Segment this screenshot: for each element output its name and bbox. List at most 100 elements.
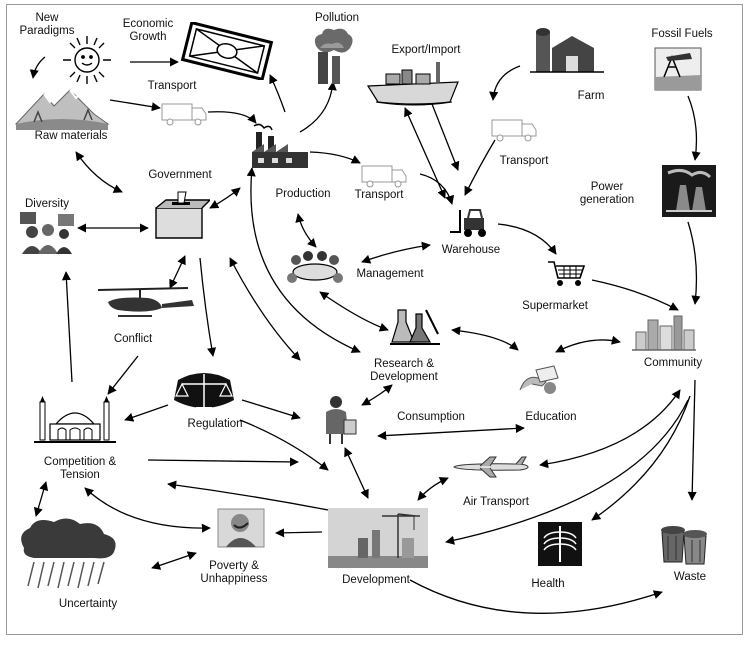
arrow-warehouse-to-supermarket	[497, 223, 557, 255]
shopper-woman-icon	[326, 396, 357, 444]
scales-of-justice-icon	[174, 373, 234, 409]
arrow-competition-uncertainty	[33, 481, 49, 517]
diversity-people-icon	[20, 212, 74, 254]
label-development: Development	[342, 574, 410, 586]
sun-icon	[63, 36, 111, 84]
label-poverty-unhappiness: Poverty & Unhappiness	[200, 560, 268, 585]
airplane-icon	[453, 456, 529, 478]
arrow-regulation-to-competition	[124, 404, 169, 422]
label-diversity: Diversity	[24, 198, 70, 210]
smokestack-icon	[314, 28, 353, 84]
label-regulation: Regulation	[187, 418, 243, 430]
trash-cans-icon	[661, 526, 707, 565]
arrow-export-to-warehouse	[431, 103, 460, 171]
arrow-consumption-education	[377, 423, 525, 441]
label-economic-growth: Economic Growth	[122, 18, 174, 43]
raw-materials-icon	[14, 89, 110, 130]
label-fossil-fuels: Fossil Fuels	[651, 28, 713, 40]
truck-icon-right	[491, 119, 537, 142]
truck-icon-mid	[361, 165, 407, 188]
lab-flasks-icon	[390, 309, 440, 345]
label-supermarket: Supermarket	[522, 300, 588, 312]
arrow-production-management	[295, 213, 317, 248]
arrow-farm-to-transport	[489, 65, 521, 101]
city-skyline-icon	[632, 315, 696, 351]
label-waste: Waste	[673, 571, 707, 583]
label-production: Production	[275, 188, 331, 200]
label-uncertainty: Uncertainty	[58, 598, 118, 610]
label-community: Community	[643, 357, 703, 369]
label-education: Education	[525, 411, 577, 423]
forklift-icon	[450, 209, 486, 237]
label-research-development: Research & Development	[370, 358, 438, 383]
label-transport-mid: Transport	[354, 189, 404, 201]
arrow-development-to-poverty	[275, 528, 323, 538]
construction-skyline-icon	[328, 508, 428, 568]
diagram-frame	[6, 4, 743, 635]
cargo-ship-icon	[366, 62, 459, 106]
arrow-conflict-to-competition	[107, 355, 139, 395]
arrow-production-to-economic-growth	[269, 74, 286, 113]
education-hands-icon	[519, 365, 559, 394]
sad-person-icon	[217, 508, 265, 548]
mosque-icon	[34, 396, 116, 443]
oil-pump-icon	[654, 47, 702, 91]
arrow-community-air	[539, 389, 681, 469]
arrow-government-to-regulation	[199, 257, 217, 357]
label-new-paradigms: New Paradigms	[19, 12, 75, 37]
arrow-consumer-research	[361, 384, 393, 406]
arrow-consumer-development	[344, 447, 369, 499]
label-air-transport: Air Transport	[463, 496, 529, 508]
arrow-fossil-to-power	[687, 95, 701, 161]
label-pollution: Pollution	[314, 12, 360, 24]
label-competition-tension: Competition & Tension	[43, 456, 117, 481]
arrow-supermarket-to-community	[591, 279, 679, 311]
meeting-table-icon	[287, 251, 343, 283]
arrow-competition-to-consumer	[147, 457, 299, 467]
arrow-research-education	[451, 326, 519, 351]
label-consumption: Consumption	[397, 411, 465, 423]
arrow-diversity-from-competition	[61, 271, 73, 383]
storm-cloud-icon	[21, 518, 116, 589]
factory-icon	[252, 123, 308, 168]
label-management: Management	[356, 268, 424, 280]
arrow-management-warehouse	[361, 241, 431, 264]
label-government: Government	[148, 169, 212, 181]
label-transport-top: Transport	[147, 80, 197, 92]
arrow-power-to-community	[687, 221, 701, 305]
arrow-government-production	[209, 187, 241, 209]
helicopter-icon	[97, 287, 194, 317]
truck-icon-top	[161, 103, 207, 126]
power-plant-icon	[662, 165, 716, 217]
arrow-production-to-transport-mid	[309, 151, 361, 164]
arrow-competition-poverty	[84, 487, 211, 533]
arrow-community-to-waste	[687, 379, 697, 501]
arrow-education-community	[555, 335, 621, 353]
arrow-government-consumer	[229, 257, 301, 361]
arrow-poverty-uncertainty	[151, 551, 197, 570]
label-conflict: Conflict	[113, 333, 153, 345]
arrow-regulation-to-development	[239, 419, 329, 471]
ballot-box-icon	[155, 191, 210, 239]
label-power-generation: Power generation	[579, 181, 635, 206]
arrow-air-development	[417, 477, 449, 501]
arrow-regulation-to-consumer	[241, 399, 301, 420]
label-warehouse: Warehouse	[441, 244, 501, 256]
shopping-cart-icon	[548, 261, 586, 286]
arrow-raw-to-transport	[109, 99, 161, 112]
label-transport-right: Transport	[499, 155, 549, 167]
label-export-import: Export/Import	[391, 44, 461, 56]
farm-barn-icon	[530, 28, 604, 73]
arrow-development-to-waste	[409, 579, 663, 614]
arrow-community-to-health	[591, 395, 691, 521]
money-bill-icon	[180, 22, 274, 80]
arrow-paradigms-to-raw	[29, 56, 46, 79]
label-health: Health	[531, 578, 565, 590]
label-raw-materials: Raw materials	[34, 130, 108, 142]
arrow-community-to-development	[445, 399, 689, 545]
arrow-transport-mid-to-warehouse	[419, 173, 455, 205]
xray-chest-icon	[538, 522, 582, 566]
arrow-development-to-competition	[167, 480, 329, 511]
